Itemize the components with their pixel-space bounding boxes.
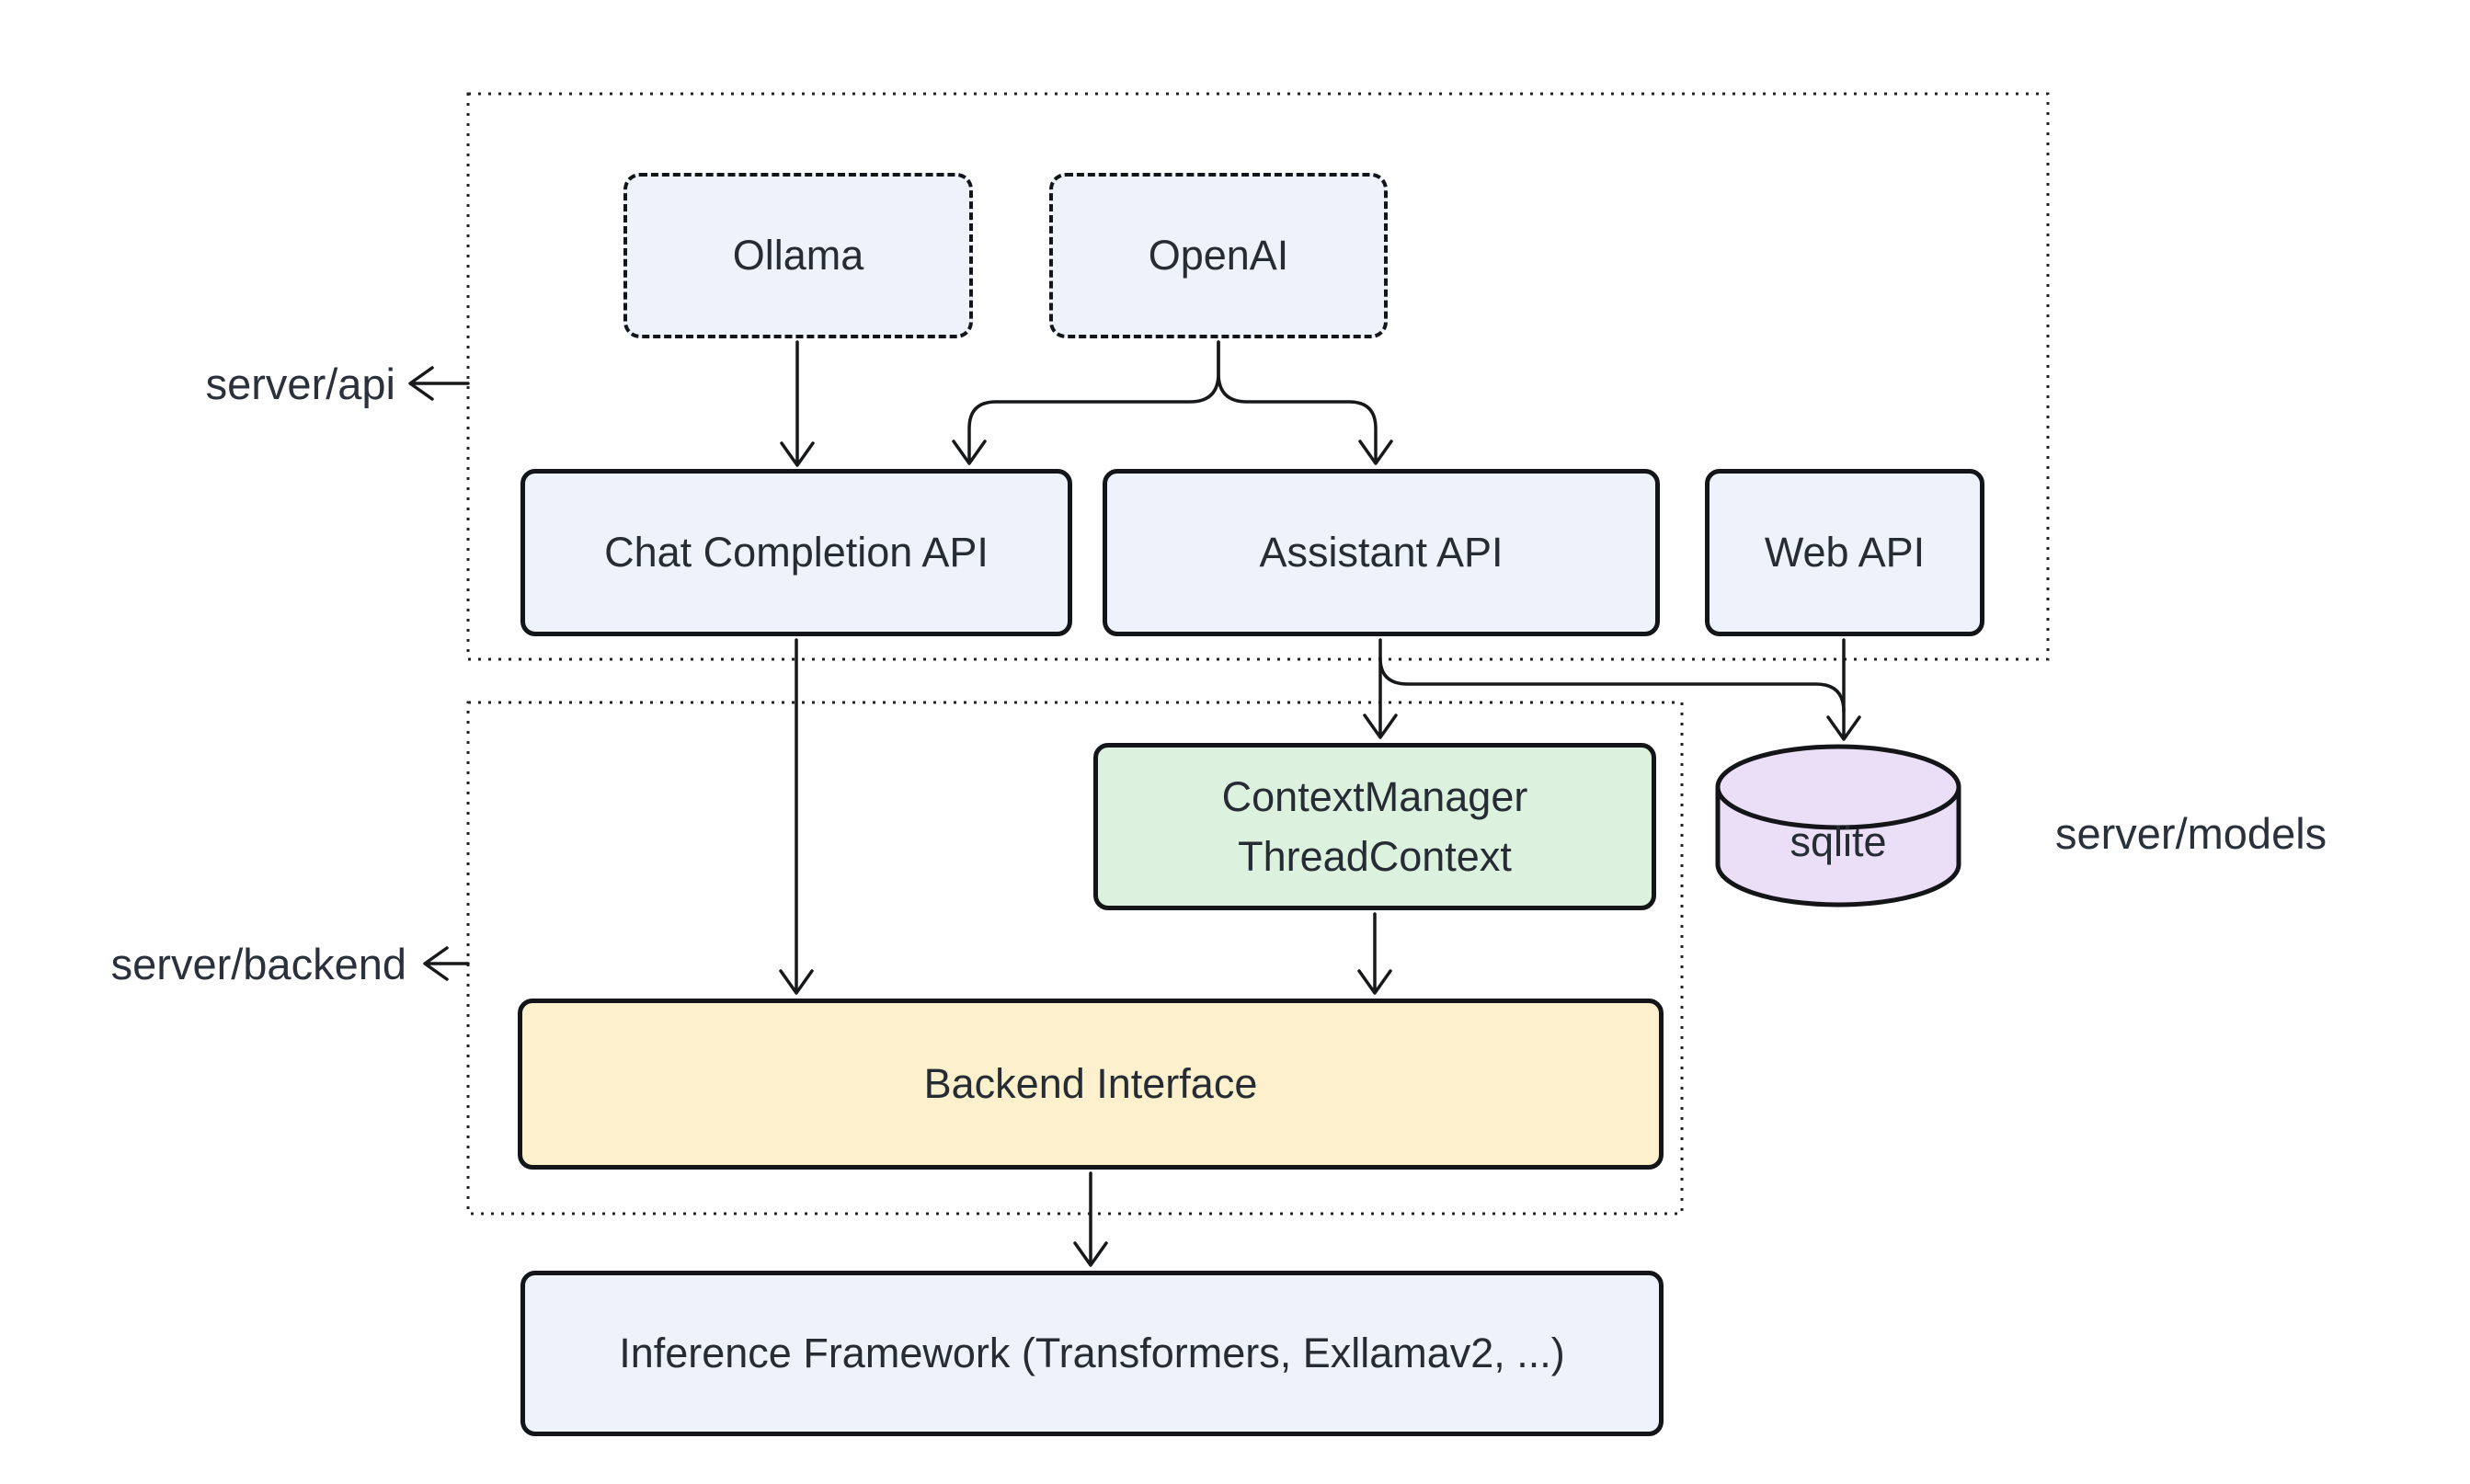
node-backend-interface: Backend Interface bbox=[518, 999, 1664, 1170]
node-inference-framework: Inference Framework (Transformers, Exlla… bbox=[520, 1271, 1664, 1436]
server-api-group-label: server/api bbox=[205, 360, 395, 408]
server-backend-group-border bbox=[466, 701, 1684, 1216]
node-web-api: Web API bbox=[1705, 469, 1984, 636]
sqlite-cylinder-top bbox=[1715, 744, 1961, 830]
node-assistant-api: Assistant API bbox=[1103, 469, 1660, 636]
context-manager-line1: ContextManager bbox=[1221, 772, 1528, 820]
context-manager-line2: ThreadContext bbox=[1238, 833, 1512, 880]
node-context-manager: ContextManager ThreadContext bbox=[1093, 743, 1656, 910]
server-backend-group-label: server/backend bbox=[110, 940, 406, 988]
edge-assistant-api-to-sqlite bbox=[1378, 656, 1846, 713]
server-backend-label-arrow bbox=[423, 946, 470, 981]
edge-context-manager-to-backend-interface bbox=[1357, 912, 1392, 995]
node-ollama: Ollama bbox=[623, 173, 973, 338]
edge-backend-interface-to-inference-framework bbox=[1073, 1171, 1108, 1267]
node-chat-completion-api: Chat Completion API bbox=[520, 469, 1072, 636]
edge-openai-to-assistant-api bbox=[1217, 340, 1393, 465]
node-sqlite-label: sqlite bbox=[1790, 818, 1887, 865]
server-api-label-arrow bbox=[408, 366, 470, 401]
edge-chat-completion-api-to-backend-interface bbox=[779, 638, 814, 995]
server-api-group-border bbox=[466, 92, 2050, 661]
edge-assistant-api-to-context-manager bbox=[1363, 638, 1398, 739]
edge-ollama-to-chat-completion-api bbox=[780, 340, 815, 467]
edge-web-api-to-sqlite bbox=[1826, 638, 1861, 741]
node-openai: OpenAI bbox=[1049, 173, 1388, 338]
edge-openai-to-chat-completion-api bbox=[952, 340, 1220, 465]
server-models-label: server/models bbox=[2055, 809, 2327, 858]
